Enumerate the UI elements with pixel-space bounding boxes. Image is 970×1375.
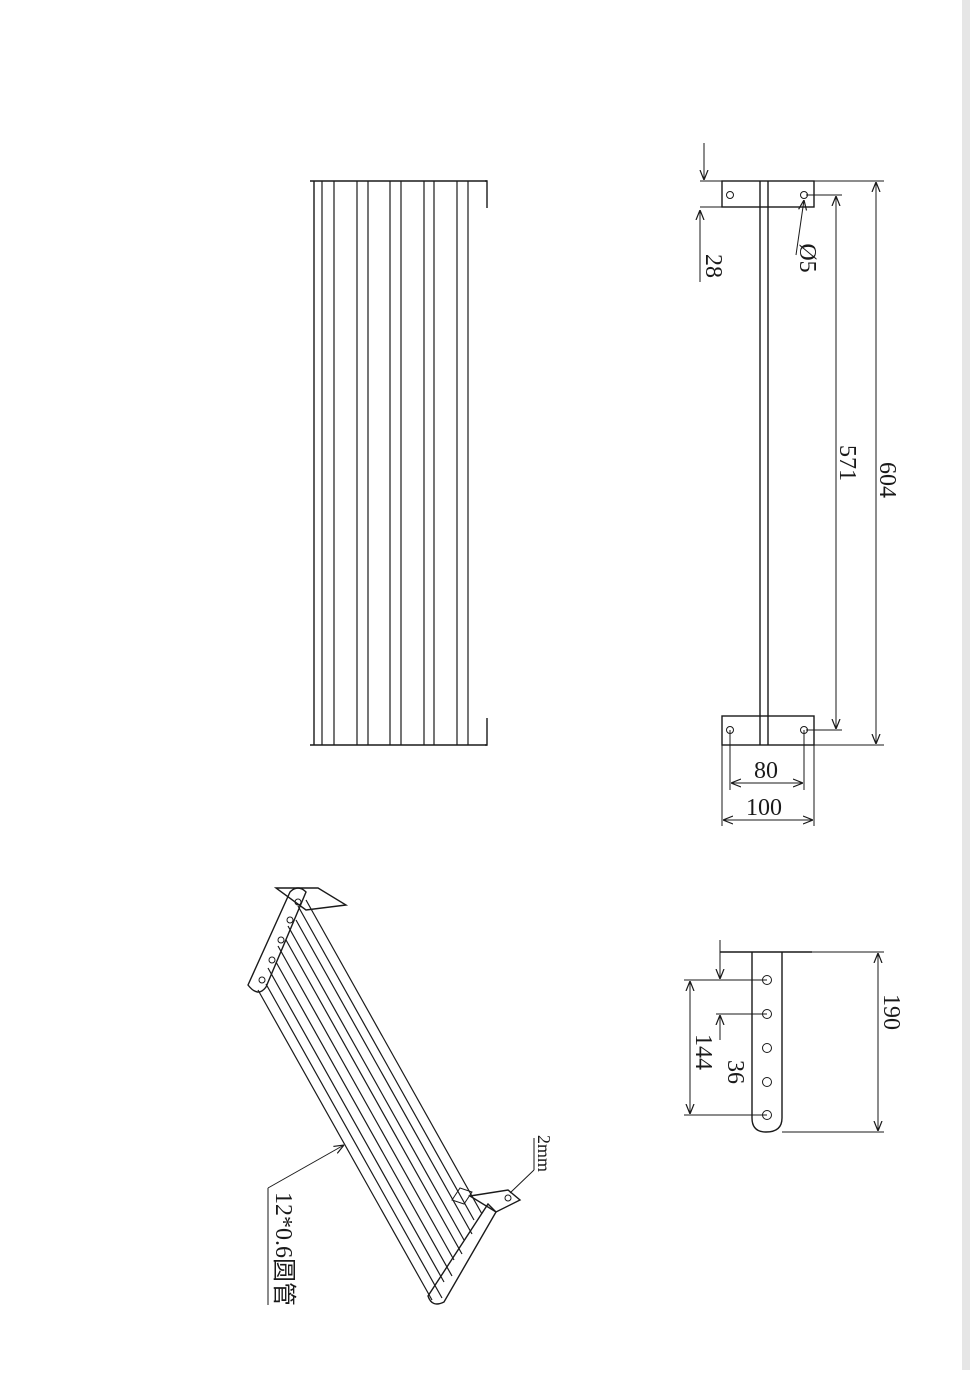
dim-hole-diameter: Ø5 — [794, 243, 820, 272]
iso-bracket-top-face — [247, 887, 307, 993]
iso-slot — [451, 1187, 473, 1205]
iso-bracket-bottom-flange — [468, 1189, 522, 1213]
top-view-tab-top — [485, 180, 488, 208]
hole-icon — [726, 191, 734, 199]
hole-icon — [258, 976, 266, 984]
hole-icon — [286, 916, 294, 924]
hole-icon — [277, 936, 285, 944]
iso-bracket-top-flange — [273, 887, 349, 911]
iso-bracket-top-holes — [258, 898, 302, 984]
dim-bracket-hole-spacing: 80 — [754, 758, 778, 784]
hole-icon — [294, 898, 302, 906]
dim-hole-span: 144 — [690, 1034, 716, 1070]
iso-bracket-bottom-face — [427, 1202, 497, 1305]
top-view-rails — [321, 181, 469, 745]
dim-length-total: 604 — [874, 462, 900, 498]
hole-icon — [504, 1194, 512, 1202]
bracket-top — [721, 180, 815, 208]
top-view-tab-bottom — [485, 718, 488, 746]
hole-icon — [762, 1043, 772, 1053]
dim-offset-top: 28 — [700, 254, 726, 278]
dim-hole-spacing-length: 571 — [834, 445, 860, 481]
end-view-holes — [762, 975, 772, 1120]
dim-depth-total: 190 — [878, 994, 904, 1030]
top-view — [310, 180, 488, 746]
dim-bracket-width: 100 — [746, 795, 782, 821]
hole-icon — [762, 1077, 772, 1087]
hole-icon — [268, 956, 276, 964]
end-view: 190 36 144 — [684, 940, 904, 1133]
isometric-view: 2mm 12*0.6圆管 — [247, 887, 554, 1306]
note-tube-spec: 12*0.6圆管 — [270, 1192, 297, 1306]
note-plate-thickness: 2mm — [534, 1135, 554, 1172]
bracket-end-outline — [751, 952, 783, 1133]
page-edge — [962, 0, 970, 1370]
side-view: 604 571 Ø5 28 80 100 — [700, 143, 900, 826]
dim-hole-pitch: 36 — [722, 1060, 748, 1084]
